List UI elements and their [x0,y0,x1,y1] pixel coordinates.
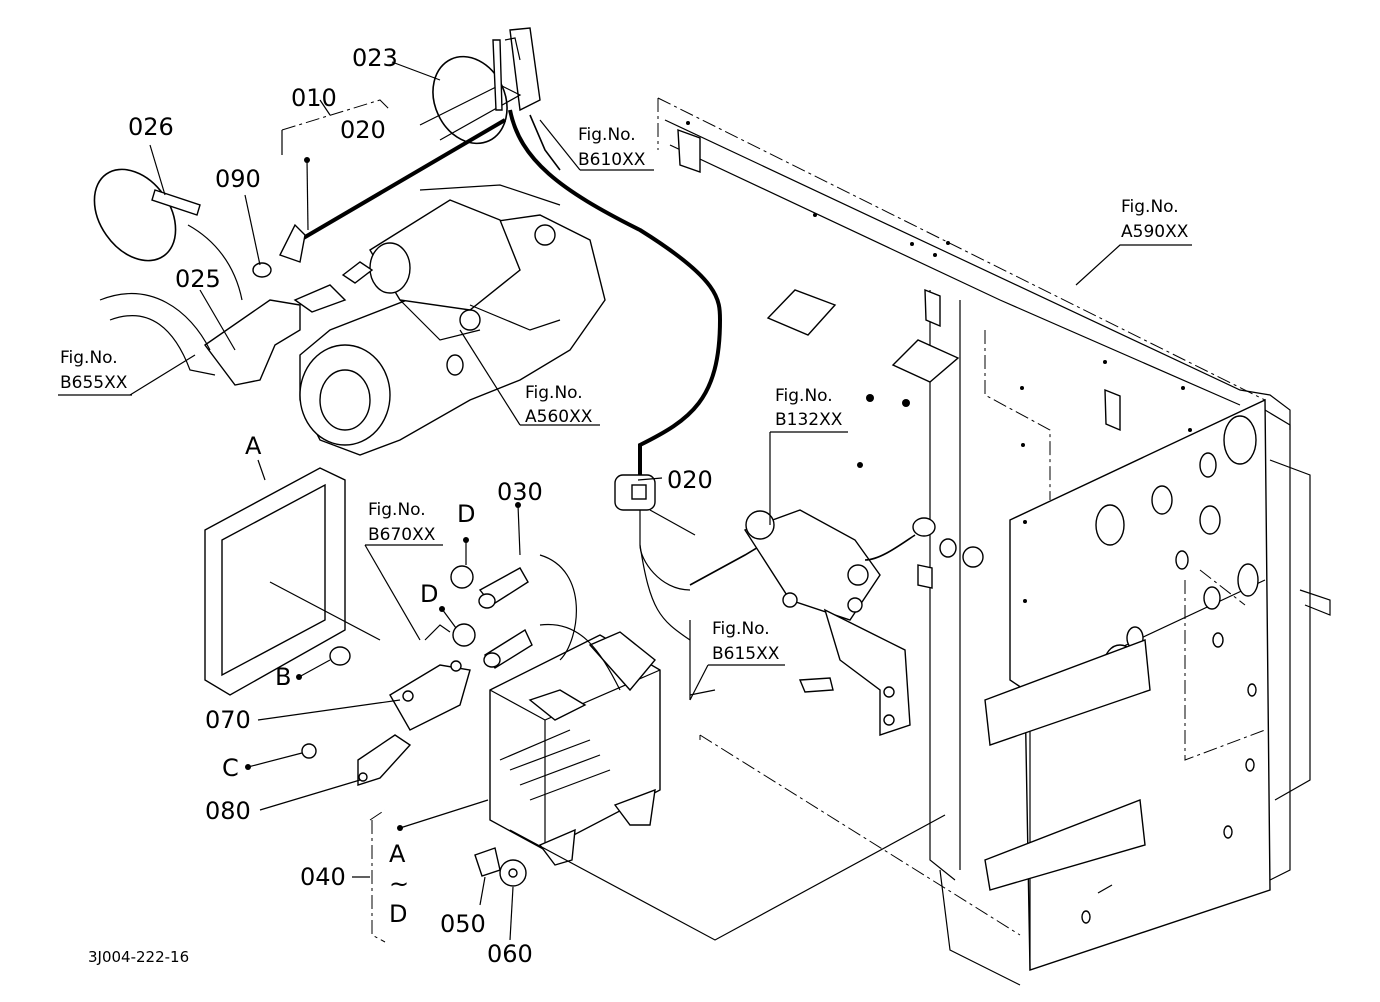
fig-ref-b610-line2: B610XX [578,150,646,170]
starter-motor [299,184,606,456]
label-050: 050 [440,910,486,938]
part-number-labels: 023 010 020 026 090 025 020 030 D D A B … [128,44,713,968]
label-040-range-end: D [389,900,407,928]
top-wiring [93,27,723,475]
fig-ref-a590-line2: A590XX [1121,222,1189,242]
label-020-top: 020 [340,116,386,144]
fuse-box [204,467,946,941]
drawing-code: 3J004-222-16 [88,948,189,966]
label-023: 023 [352,44,398,72]
fig-ref-a590-line1: Fig.No. [1121,197,1179,217]
fig-ref-b132-line1: Fig.No. [775,386,833,406]
label-080: 080 [205,797,251,825]
fig-ref-a560-line2: A560XX [525,407,593,427]
label-090: 090 [215,165,261,193]
label-060: 060 [487,940,533,968]
fig-ref-b615-line1: Fig.No. [712,619,770,639]
fig-ref-a560-line1: Fig.No. [525,383,583,403]
label-070: 070 [205,706,251,734]
figure-references: Fig.No. B610XX Fig.No. A590XX Fig.No. B6… [58,125,1189,664]
fig-ref-b670-line1: Fig.No. [368,500,426,520]
label-c: C [222,754,239,782]
label-026: 026 [128,113,174,141]
label-d-2: D [420,580,438,608]
fig-ref-b655-line1: Fig.No. [60,348,118,368]
fig-ref-b655-line2: B655XX [60,373,128,393]
label-b: B [275,663,291,691]
label-020-mid: 020 [667,466,713,494]
coil-and-relay [614,474,984,736]
label-d-1: D [457,500,475,528]
label-040-range-start: A [389,840,406,868]
label-025: 025 [175,265,221,293]
fig-ref-b610-line1: Fig.No. [578,125,636,145]
label-040: 040 [300,863,346,891]
fig-ref-b132-line2: B132XX [775,410,843,430]
leader-lines [129,61,1192,943]
fig-ref-b615-line2: B615XX [712,644,780,664]
chassis-frame [657,97,1331,986]
label-a-cover: A [245,432,262,460]
label-030: 030 [497,478,543,506]
fig-ref-b670-line2: B670XX [368,525,436,545]
label-040-range-sep: ~ [389,870,409,898]
label-010: 010 [291,84,337,112]
